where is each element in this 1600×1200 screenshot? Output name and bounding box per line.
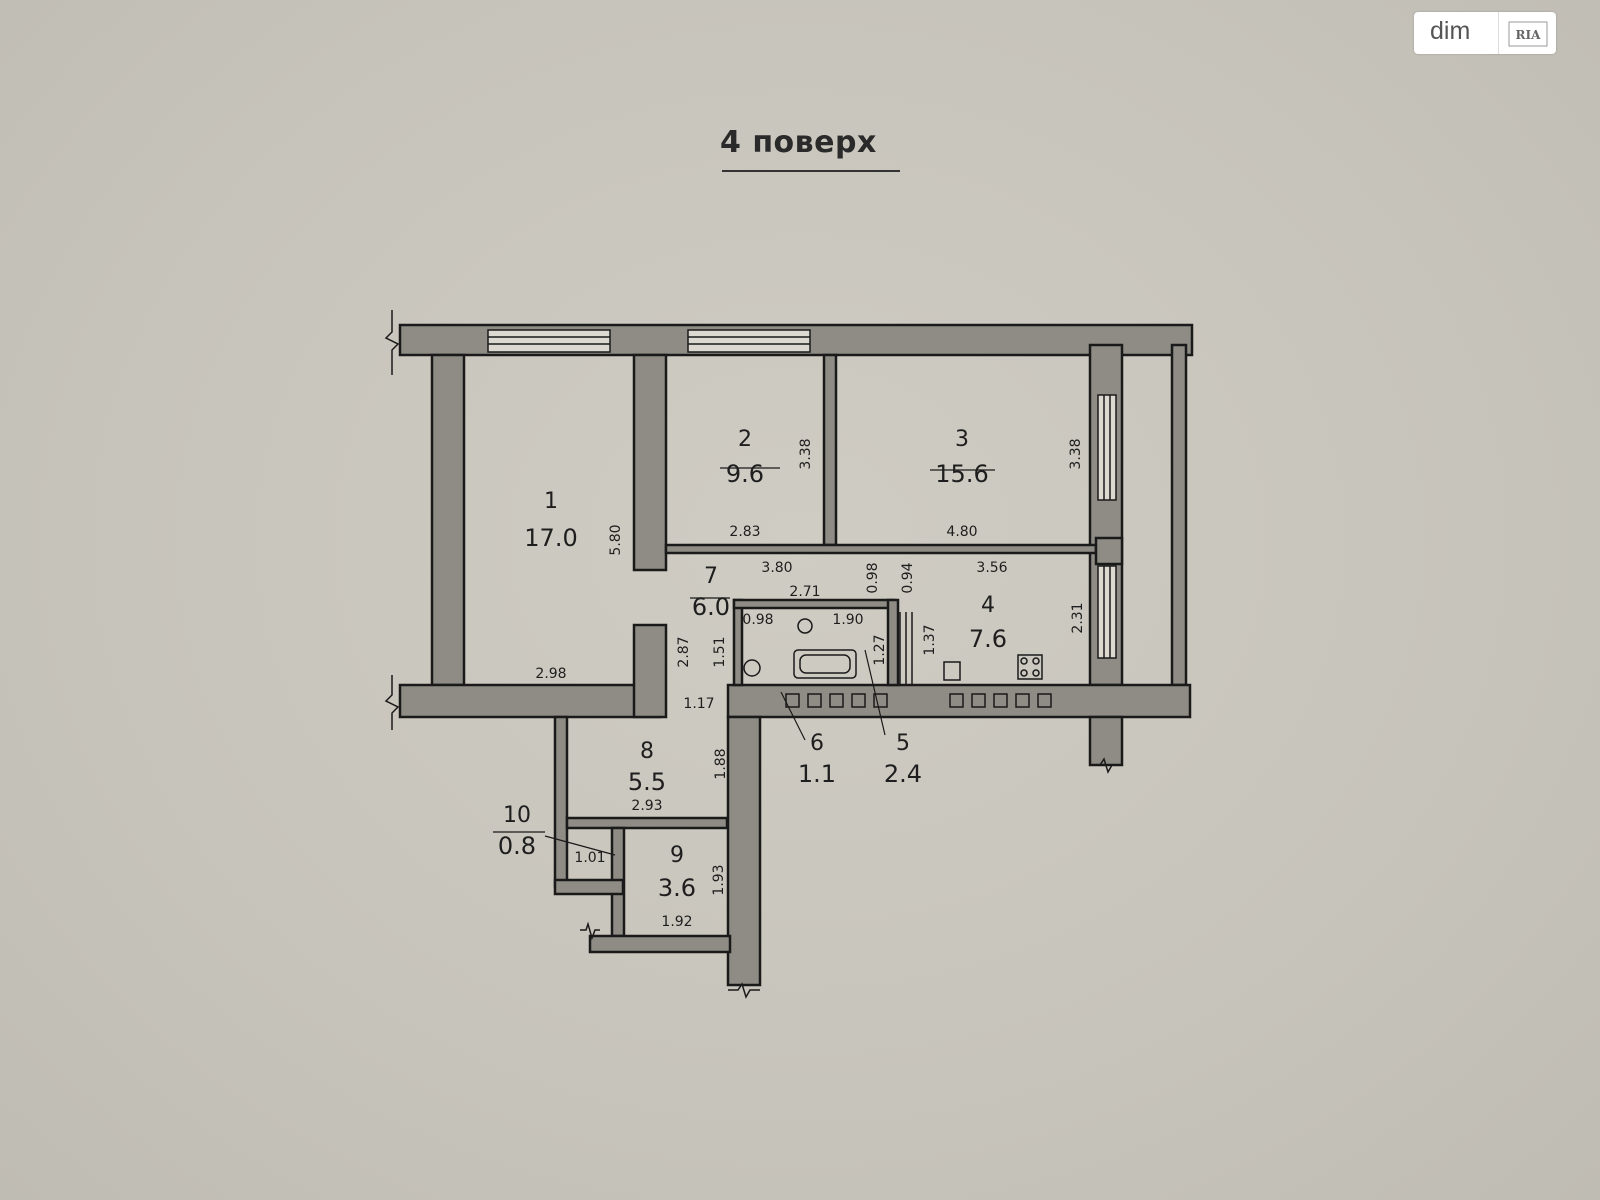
room-10-area: 0.8 bbox=[498, 832, 536, 860]
break-mark-storage bbox=[580, 921, 600, 941]
break-marks bbox=[384, 310, 1122, 999]
dim-room-2-width: 2.83 bbox=[729, 524, 760, 540]
dimension-labels: 5.80 2.98 3.38 2.83 3.38 4.80 3.80 3.56 … bbox=[535, 438, 1086, 930]
break-mark-bottom-right bbox=[1090, 757, 1122, 774]
toilet bbox=[743, 659, 761, 677]
wall-corridor-vertical bbox=[726, 715, 762, 987]
wall-10-bottom bbox=[553, 878, 625, 896]
wall-bottom-storage bbox=[588, 934, 732, 954]
wall-1-2-lower bbox=[632, 623, 668, 719]
kitchen-sink bbox=[943, 661, 961, 681]
dim-room-3-width: 4.80 bbox=[946, 524, 977, 540]
window-room-2 bbox=[687, 329, 811, 353]
room-4-number: 4 bbox=[981, 593, 995, 618]
wall-stub-right bbox=[1088, 715, 1124, 767]
wall-right-outer bbox=[1170, 343, 1188, 687]
dim-room-9-height: 1.93 bbox=[711, 864, 727, 895]
dim-room-9-width: 1.92 bbox=[661, 914, 692, 930]
room-5-area: 2.4 bbox=[884, 760, 922, 788]
windows bbox=[487, 329, 1117, 659]
window-room-4 bbox=[1097, 565, 1117, 659]
logo-divider bbox=[1498, 12, 1499, 54]
dim-room-3-height: 3.38 bbox=[1068, 438, 1084, 469]
wall-bath-top bbox=[732, 598, 896, 610]
room-9-number: 9 bbox=[670, 843, 684, 868]
dim-corridor-width: 3.80 bbox=[761, 560, 792, 576]
dim-bath-width: 1.90 bbox=[832, 612, 863, 628]
room-8-area: 5.5 bbox=[628, 768, 666, 796]
room-4-area: 7.6 bbox=[969, 625, 1007, 653]
dim-corridor-inner: 2.71 bbox=[789, 584, 820, 600]
floor-title: 4 поверх bbox=[720, 125, 877, 160]
dim-toilet-width: 0.98 bbox=[742, 612, 773, 628]
wall-left bbox=[430, 353, 466, 687]
logo-text: dim bbox=[1430, 17, 1471, 45]
room-6-area: 1.1 bbox=[798, 760, 836, 788]
dimria-logo[interactable]: dim RIA bbox=[1414, 12, 1556, 54]
bathtub bbox=[793, 649, 857, 679]
dim-toilet-height: 1.51 bbox=[712, 636, 728, 667]
dim-door-width: 0.98 bbox=[865, 562, 881, 593]
room-9-area: 3.6 bbox=[658, 874, 696, 902]
room-labels: 1 17.0 2 9.6 3 15.6 4 7.6 5 2.4 6 1.1 7 … bbox=[498, 427, 1007, 902]
fixtures bbox=[743, 612, 1043, 684]
break-mark-bottom-left bbox=[384, 675, 400, 730]
dim-room-2-height: 3.38 bbox=[798, 438, 814, 469]
break-mark-top-left bbox=[384, 310, 400, 375]
room-6-number: 6 bbox=[810, 731, 824, 756]
room-2-area: 9.6 bbox=[726, 460, 764, 488]
room-3-number: 3 bbox=[955, 427, 969, 452]
wall-bottom-left bbox=[398, 683, 662, 719]
walls bbox=[398, 323, 1194, 987]
room-2-number: 2 bbox=[738, 427, 752, 452]
room-5-number: 5 bbox=[896, 731, 910, 756]
room-1-number: 1 bbox=[544, 489, 558, 514]
wall-corridor-top bbox=[664, 543, 1098, 555]
dim-room-1-height: 5.80 bbox=[608, 524, 624, 555]
dim-bath-height: 1.27 bbox=[872, 634, 888, 665]
stove bbox=[1017, 654, 1043, 680]
wall-2-3 bbox=[822, 353, 838, 547]
wall-bath-left bbox=[732, 598, 744, 687]
wall-8-left bbox=[553, 715, 569, 889]
wall-post bbox=[1094, 536, 1124, 566]
dim-corridor-height: 2.87 bbox=[676, 636, 692, 667]
ventilation-blocks bbox=[785, 693, 1052, 708]
window-room-1 bbox=[487, 329, 611, 353]
dim-room-8-width: 2.93 bbox=[631, 798, 662, 814]
wall-bottom-right bbox=[726, 683, 1192, 719]
wall-1-2-upper bbox=[632, 353, 668, 572]
room-3-area: 15.6 bbox=[935, 460, 988, 488]
room-8-number: 8 bbox=[640, 739, 654, 764]
room-10-number: 10 bbox=[503, 803, 531, 828]
break-mark-bottom bbox=[728, 982, 760, 999]
dim-room-4-width: 3.56 bbox=[976, 560, 1007, 576]
window-room-3 bbox=[1097, 394, 1117, 501]
dim-room-8-height: 1.88 bbox=[713, 748, 729, 779]
room-1-area: 17.0 bbox=[524, 524, 577, 552]
dim-room-4-height: 2.31 bbox=[1070, 602, 1086, 633]
dim-shaft-width: 0.94 bbox=[900, 562, 916, 593]
logo-mark-text: RIA bbox=[1516, 28, 1542, 42]
room-7-number: 7 bbox=[704, 564, 718, 589]
dim-shaft-height: 1.37 bbox=[922, 624, 938, 655]
room-7-area: 6.0 bbox=[692, 593, 730, 621]
sink bbox=[797, 618, 813, 634]
wall-8-9 bbox=[565, 816, 729, 830]
title-underline bbox=[722, 170, 900, 172]
dim-passage-width: 1.17 bbox=[683, 696, 714, 712]
dim-room-1-width: 2.98 bbox=[535, 666, 566, 682]
leader-lines bbox=[493, 467, 995, 856]
ria-mark-icon: RIA bbox=[1508, 21, 1548, 47]
dim-room-10-width: 1.01 bbox=[574, 850, 605, 866]
wall-bath-right bbox=[886, 598, 900, 687]
